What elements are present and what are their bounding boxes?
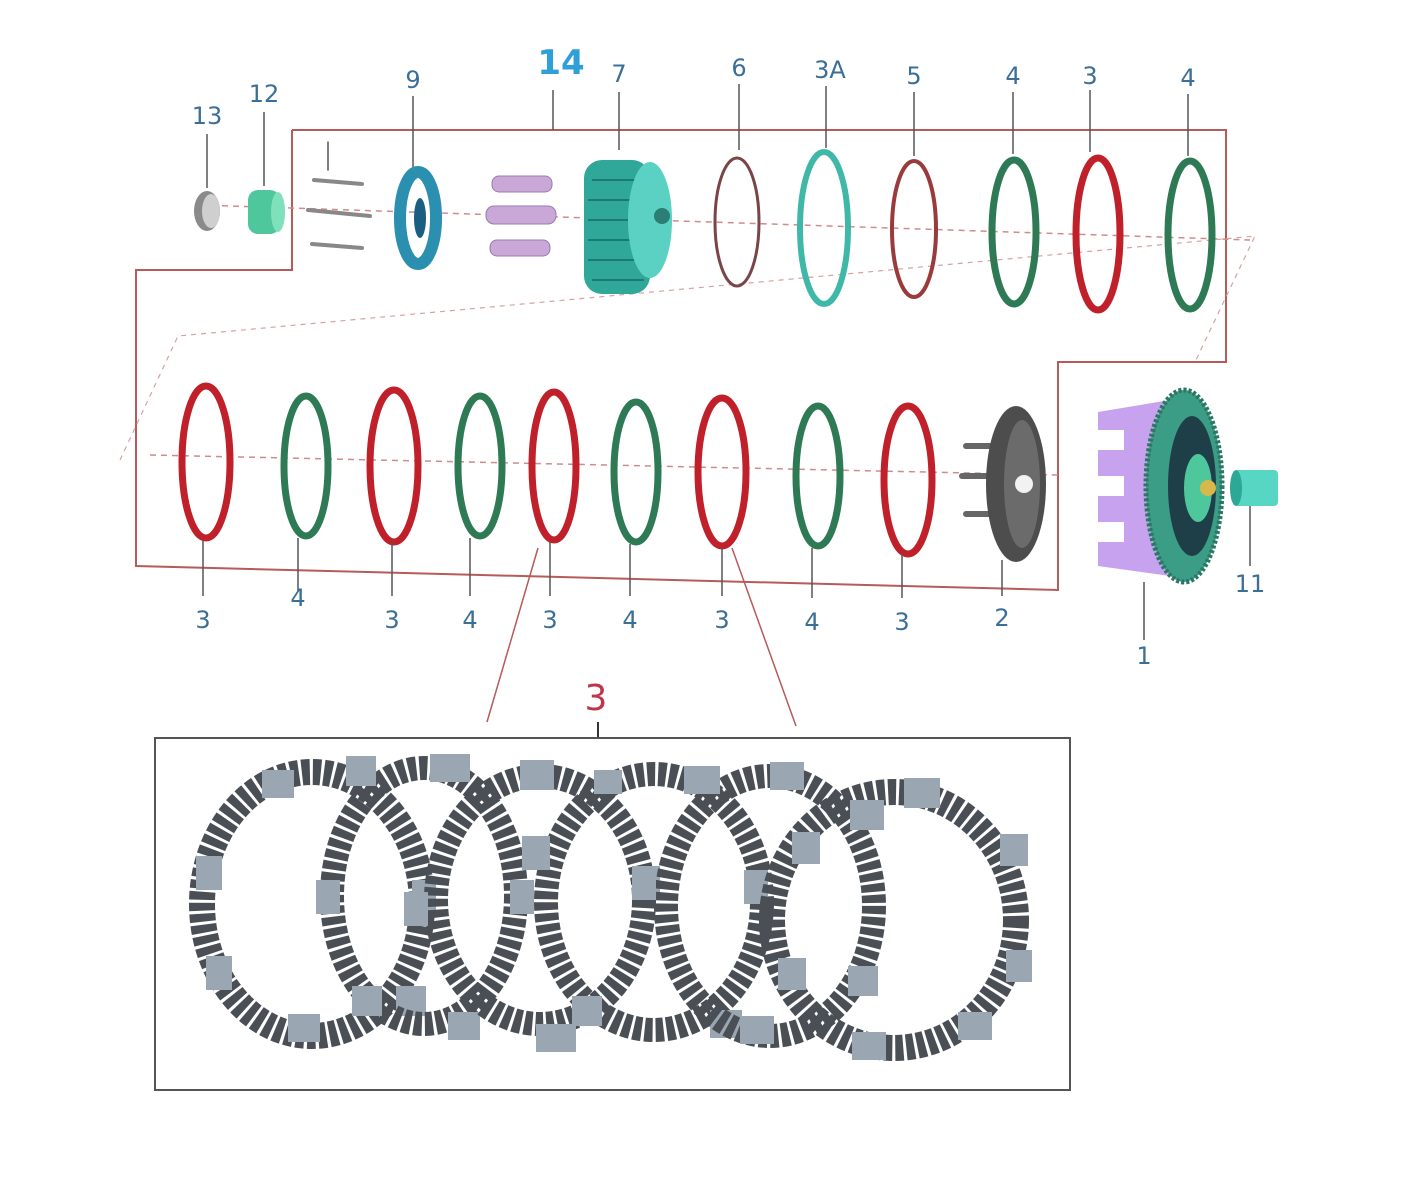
label-11: 11 (1235, 570, 1266, 598)
detail-plate-2 (316, 756, 534, 1040)
steel-plate-4-top-a (988, 92, 1040, 308)
clutch-housing-1 (1098, 387, 1225, 640)
nut-13 (194, 134, 220, 231)
friction-plate-3A (797, 86, 851, 307)
label-3-r3: 3 (542, 606, 557, 634)
detail-leader-left (486, 547, 539, 723)
steel-plate-4-r2 (454, 392, 506, 596)
clutch-springs (485, 175, 557, 257)
bearing-plate-9 (394, 96, 442, 270)
label-14: 14 (537, 43, 584, 83)
label-4-r2: 4 (462, 606, 477, 634)
label-4-r1: 4 (290, 584, 305, 612)
judder-ring-5 (890, 92, 938, 299)
detail-leader-right (731, 547, 797, 727)
clutch-center-2 (959, 406, 1046, 596)
axis-line-top (199, 204, 1251, 241)
detail-plates (189, 754, 1032, 1061)
label-9: 9 (405, 66, 420, 94)
friction-plate-3-r5 (880, 402, 936, 598)
detail-plate-6 (759, 778, 1032, 1061)
label-12: 12 (249, 80, 280, 108)
label-5: 5 (906, 62, 921, 90)
axis-line-bottom (149, 454, 1061, 476)
bolts (306, 141, 372, 250)
friction-plate-3-r1 (178, 382, 234, 596)
label-3-r4: 3 (714, 606, 729, 634)
label-1: 1 (1136, 642, 1151, 670)
steel-plate-4-top-b (1164, 94, 1216, 313)
friction-plate-3-r4 (694, 394, 750, 596)
label-6: 6 (731, 54, 746, 82)
label-4-top-b: 4 (1180, 64, 1195, 92)
steel-plate-4-r1 (280, 392, 332, 592)
steel-plate-4-r3 (610, 398, 662, 596)
label-7: 7 (611, 60, 626, 88)
label-13: 13 (192, 102, 223, 130)
label-4-r3: 4 (622, 606, 637, 634)
bushing-11 (1230, 470, 1278, 566)
label-3-top: 3 (1082, 62, 1097, 90)
label-3-r2: 3 (384, 606, 399, 634)
wire-ring-6 (713, 84, 761, 288)
pressure-plate-7 (584, 92, 672, 294)
label-4-r4: 4 (804, 608, 819, 636)
detail-label-3: 3 (585, 678, 608, 719)
friction-plate-3-r2 (366, 386, 422, 596)
label-4-top-a: 4 (1005, 62, 1020, 90)
friction-plate-3-top (1072, 90, 1124, 314)
label-3-r1: 3 (195, 606, 210, 634)
steel-plate-4-r4 (792, 402, 844, 598)
label-3-r5: 3 (894, 608, 909, 636)
assembly-frame (135, 129, 1227, 592)
detail-plate-5 (632, 762, 886, 1048)
friction-plate-3-r3 (528, 388, 580, 596)
washer-12 (248, 112, 285, 234)
label-2: 2 (994, 604, 1009, 632)
label-3A: 3A (814, 56, 846, 84)
